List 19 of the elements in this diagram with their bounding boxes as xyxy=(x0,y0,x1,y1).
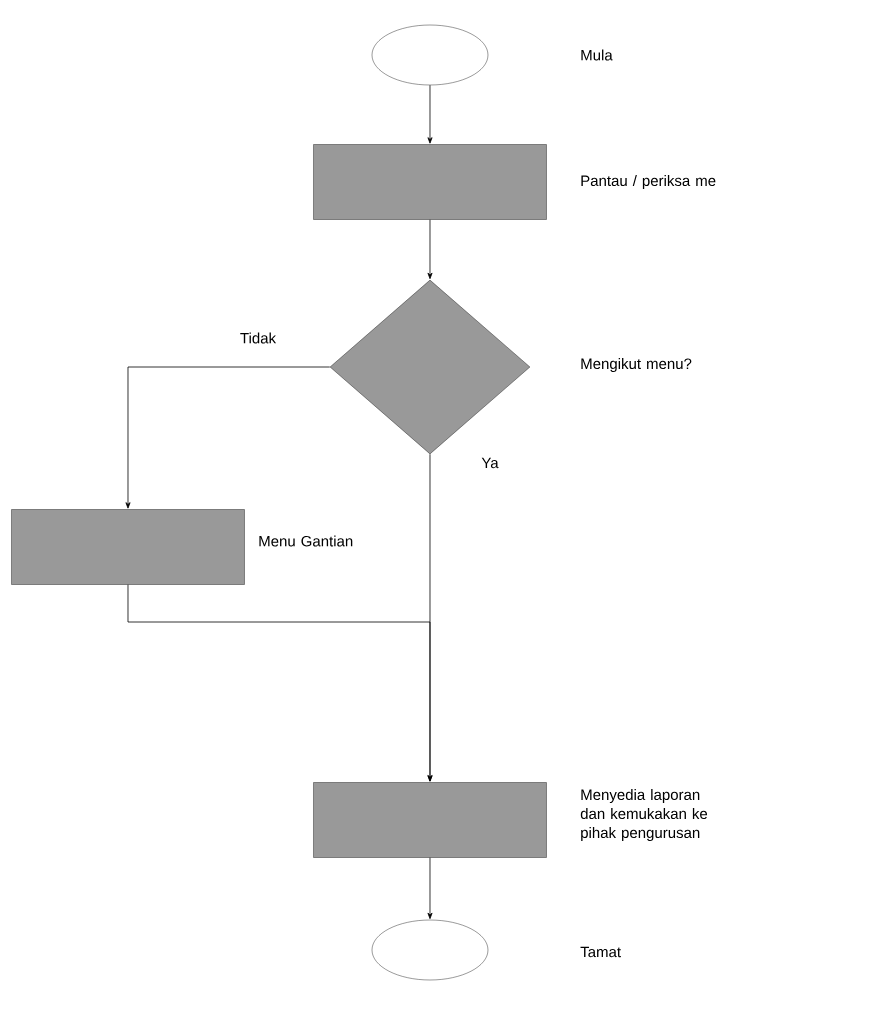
process-box xyxy=(313,782,547,858)
arrow xyxy=(427,857,433,920)
beside-label: Menu Gantian xyxy=(259,535,353,547)
edge-label: Ya xyxy=(481,457,499,469)
arrow xyxy=(427,84,433,144)
arrow xyxy=(125,366,331,509)
beside-label: Menyedia laporan dan kemukakan ke pihak pengurusan xyxy=(580,789,708,841)
arrow xyxy=(127,584,433,782)
step-label: Mula xyxy=(581,49,613,61)
process-box xyxy=(313,144,547,220)
start-end-ellipse xyxy=(371,24,489,86)
beside-label: Pantau / periksa me xyxy=(581,175,716,189)
start-end-ellipse xyxy=(371,919,489,981)
beside-label: Mengikut menu? xyxy=(581,358,692,372)
decision-diamond xyxy=(329,279,531,455)
process-box xyxy=(11,509,245,585)
edge-label: Tidak xyxy=(240,332,277,344)
arrow xyxy=(427,219,433,280)
step-label: Tamat xyxy=(580,946,621,958)
